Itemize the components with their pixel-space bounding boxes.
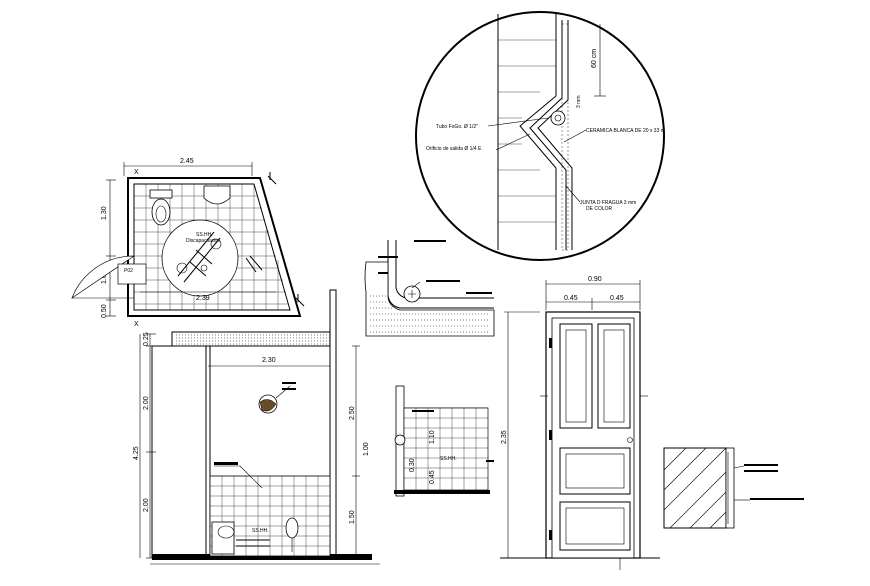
section-dim-left-upper: 2.00 xyxy=(143,396,150,410)
bathroom-plan: 2.45 1.30 1.00 0.50 SS.HH. D xyxy=(71,158,305,328)
section-tile-grid xyxy=(210,476,330,556)
section-room-label: SS.HH. xyxy=(252,528,269,534)
detail-label-joint-2: DE COLOR xyxy=(586,206,613,212)
section-dim-inner-width: 2.30 xyxy=(262,357,276,364)
door-dim-half-right: 0.45 xyxy=(610,295,624,302)
plan-dim-top: 2.45 xyxy=(180,158,194,165)
svg-text:X: X xyxy=(134,169,139,176)
jamb-detail xyxy=(663,447,804,529)
detail-label-ceramic: CERAMICA BLANCA DE 20 x 33 m xyxy=(586,128,665,134)
door-dim-height: 2.35 xyxy=(501,430,508,444)
detail-circle: 60 cm 3 mm Tubo FoGo. Ø 1/2" Orificio de… xyxy=(415,11,665,261)
plan-small-box-label: P02 xyxy=(124,268,133,274)
small-section-tiles xyxy=(404,408,488,490)
detail-label-orifice: Orificio de salida Ø 1/4 E xyxy=(426,146,482,152)
plan-dim-left-bottom: 0.50 xyxy=(101,304,108,318)
plan-room-sublabel: Discapacitados xyxy=(186,238,220,244)
door-dim-width: 0.90 xyxy=(588,276,602,283)
small-section: 1.10 0.30 0.45 SS.HH. xyxy=(394,385,494,497)
door-dim-half-left: 0.45 xyxy=(564,295,578,302)
jamb-hatch xyxy=(663,447,727,529)
small-section-room-label: SS.HH. xyxy=(440,456,457,462)
plan-dim-left-upper: 1.30 xyxy=(101,206,108,220)
wheelchair-symbol xyxy=(176,231,222,283)
plan-room-label: SS.HH. xyxy=(196,232,213,238)
bathroom-section: 0.25 2.00 2.00 4.25 2.30 2.50 1.00 1.50 xyxy=(133,289,380,565)
section-dim-right-lower: 1.50 xyxy=(349,510,356,524)
detail-label-tube: Tubo FoGo. Ø 1/2" xyxy=(436,124,478,130)
section-dim-left-top: 0.25 xyxy=(143,332,150,346)
detail-dim-vertical: 60 cm xyxy=(591,49,598,68)
detail-label-joint-1: JUNTA D FRAGUA 3 mm xyxy=(580,200,636,206)
svg-text:X: X xyxy=(134,321,139,328)
detail-wall xyxy=(497,14,573,251)
door-elevation: 0.90 0.45 0.45 2.35 xyxy=(500,276,660,570)
slab-stipple xyxy=(176,334,332,345)
section-dim-left-lower: 2.00 xyxy=(143,498,150,512)
small-section-dim-a: 1.10 xyxy=(429,430,436,444)
small-section-dim-c: 0.45 xyxy=(429,470,436,484)
section-dim-left-total: 4.25 xyxy=(133,446,140,460)
section-dim-right-upper: 2.50 xyxy=(349,406,356,420)
wall-base-detail xyxy=(364,240,495,337)
plan-dim-left-lower: 1.00 xyxy=(101,270,108,284)
plan-dim-inner: 2.39 xyxy=(196,295,210,302)
detail-dim-gap: 3 mm xyxy=(576,96,582,109)
concrete-stipple xyxy=(370,295,490,333)
section-dim-right-mid: 1.00 xyxy=(363,442,370,456)
small-section-dim-b: 0.30 xyxy=(409,458,416,472)
